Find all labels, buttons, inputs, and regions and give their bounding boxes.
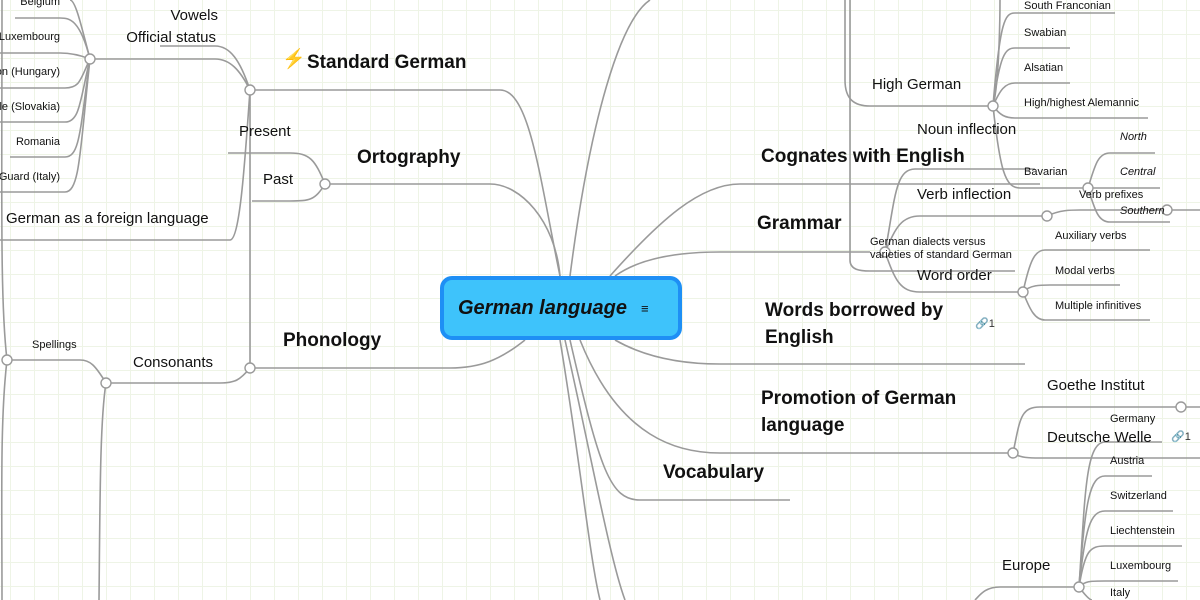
node-liechtenstein[interactable]: Liechtenstein: [1110, 525, 1175, 537]
node-past[interactable]: Past: [263, 171, 294, 188]
node-southern[interactable]: Southern: [1120, 205, 1165, 217]
node-austria[interactable]: Austria: [1110, 455, 1145, 467]
node-noun-inflection[interactable]: Noun inflection: [917, 121, 1017, 138]
node-bavarian[interactable]: Bavarian: [1024, 166, 1068, 178]
node-dialects[interactable]: German dialects versus varieties of stan…: [870, 236, 1012, 261]
central-topic[interactable]: German language ≡: [440, 276, 682, 340]
notes-icon[interactable]: ≡: [640, 300, 649, 316]
node-luxembourg-europe[interactable]: Luxembourg: [1110, 560, 1172, 572]
link-icon[interactable]: 🔗1: [975, 318, 995, 330]
node-alsatian[interactable]: Alsatian: [1024, 62, 1064, 74]
node-hungary[interactable]: on (Hungary): [0, 66, 60, 78]
branch-nodes: [1, 53, 1187, 593]
node-europe[interactable]: Europe: [1002, 557, 1051, 574]
node-romania[interactable]: Romania: [15, 136, 60, 148]
node-ortography[interactable]: Ortography: [357, 147, 461, 168]
node-luxembourg[interactable]: Luxembourg: [0, 31, 60, 43]
node-goethe-institut[interactable]: Goethe Institut: [1047, 377, 1145, 394]
node-words-borrowed-line1[interactable]: Words borrowed by: [765, 300, 944, 321]
node-cognates[interactable]: Cognates with English: [761, 146, 965, 167]
node-foreign-language[interactable]: German as a foreign language: [6, 210, 209, 227]
node-promotion-line2[interactable]: language: [761, 415, 845, 436]
node-high-german[interactable]: High German: [872, 76, 962, 93]
node-modal-verbs[interactable]: Modal verbs: [1055, 265, 1115, 277]
node-alemannic[interactable]: High/highest Alemannic: [1024, 97, 1139, 109]
link-count: 1: [988, 318, 995, 330]
lightning-icon: ⚡: [282, 49, 306, 70]
node-vocabulary[interactable]: Vocabulary: [663, 462, 765, 483]
node-vowels[interactable]: Vowels: [170, 7, 218, 24]
node-standard-german[interactable]: Standard German: [307, 52, 467, 73]
node-verb-inflection[interactable]: Verb inflection: [917, 186, 1012, 203]
node-word-order[interactable]: Word order: [917, 267, 992, 284]
node-italy[interactable]: Guard (Italy): [0, 171, 60, 183]
node-germany[interactable]: Germany: [1110, 413, 1156, 425]
node-promotion-line1[interactable]: Promotion of German: [761, 388, 957, 409]
node-auxiliary-verbs[interactable]: Auxiliary verbs: [1055, 230, 1127, 242]
node-words-borrowed-line2[interactable]: English: [765, 327, 834, 348]
node-switzerland[interactable]: Switzerland: [1110, 490, 1167, 502]
node-consonants[interactable]: Consonants: [133, 354, 214, 371]
node-spellings[interactable]: Spellings: [32, 339, 77, 351]
node-north[interactable]: North: [1120, 131, 1147, 143]
node-central[interactable]: Central: [1120, 166, 1156, 178]
node-swabian[interactable]: Swabian: [1024, 27, 1067, 39]
link-count: 1: [1184, 431, 1191, 443]
node-verb-prefixes[interactable]: Verb prefixes: [1079, 189, 1144, 201]
link-icon[interactable]: 🔗1: [1171, 431, 1191, 443]
node-slovakia[interactable]: le (Slovakia): [0, 101, 60, 113]
node-deutsche-welle[interactable]: Deutsche Welle: [1047, 429, 1152, 446]
node-official-status[interactable]: Official status: [126, 29, 216, 46]
node-belgium[interactable]: Belgium: [20, 0, 60, 8]
node-italy-europe[interactable]: Italy: [1110, 587, 1131, 599]
central-topic-label: German language: [458, 296, 627, 319]
node-phonology[interactable]: Phonology: [283, 330, 382, 351]
node-present[interactable]: Present: [239, 123, 291, 140]
node-south-franconian[interactable]: South Franconian: [1024, 0, 1111, 12]
node-grammar[interactable]: Grammar: [757, 213, 842, 234]
node-multiple-infinitives[interactable]: Multiple infinitives: [1055, 300, 1142, 312]
